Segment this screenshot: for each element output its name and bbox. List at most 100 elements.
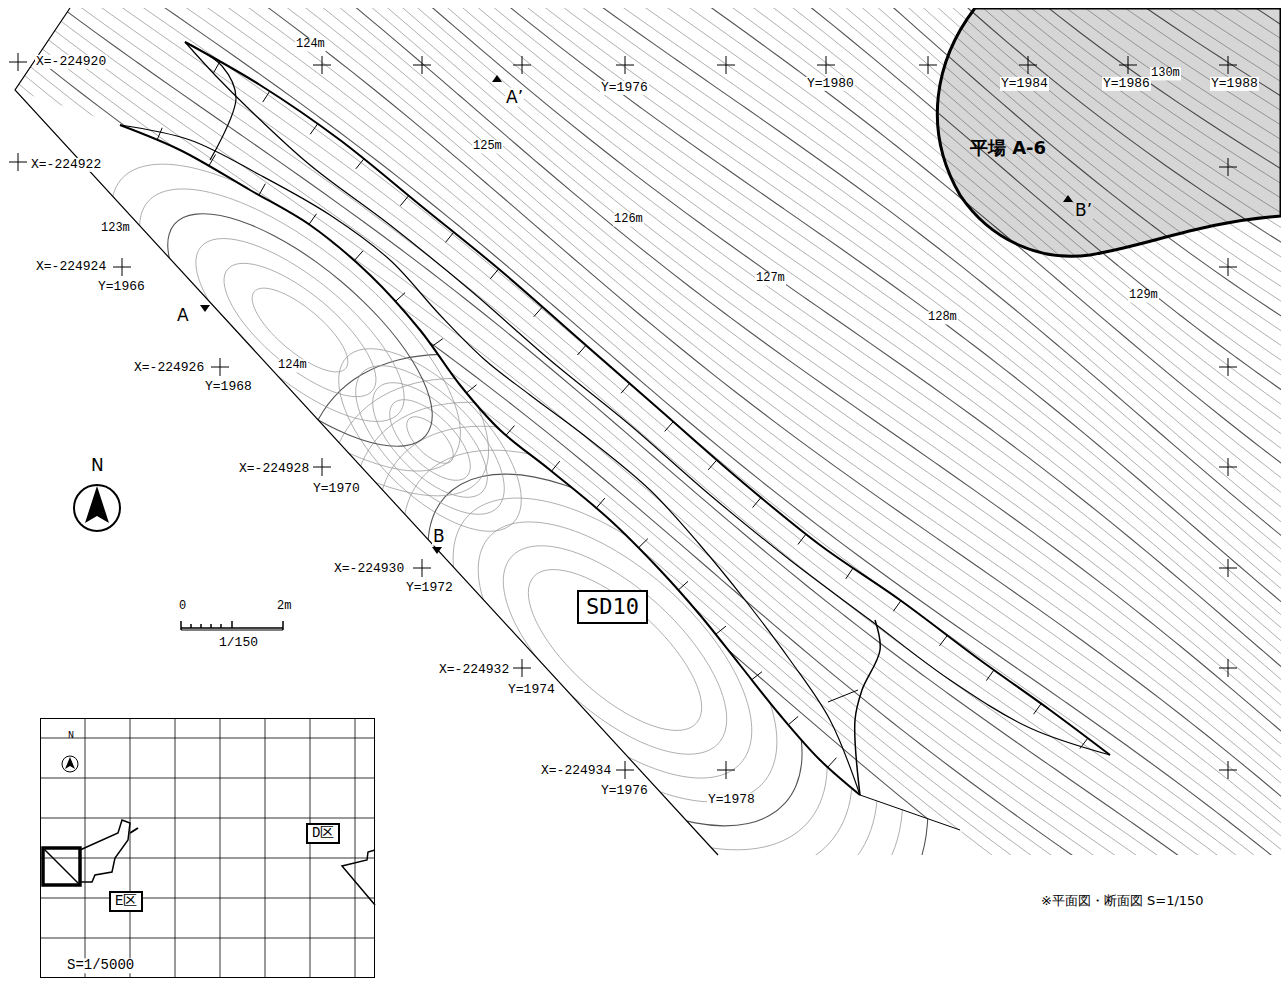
contour-line bbox=[34, 0, 1281, 899]
contour-line bbox=[403, 450, 827, 850]
contour-line bbox=[165, 0, 1281, 729]
grid-cross bbox=[919, 56, 937, 74]
trench-line bbox=[120, 125, 860, 795]
grid-coordinate: Y=1984 bbox=[1000, 77, 1049, 91]
grid-cross bbox=[1219, 559, 1237, 577]
slope-tick bbox=[708, 460, 717, 470]
contour-line bbox=[343, 0, 1281, 484]
node-title: E区 bbox=[115, 894, 137, 909]
grid-cross bbox=[113, 258, 131, 276]
grid-cross bbox=[9, 153, 27, 171]
grid-line bbox=[40, 738, 375, 739]
contour-line bbox=[366, 0, 1281, 455]
contour-line bbox=[321, 0, 1281, 512]
slope-tick bbox=[446, 232, 454, 242]
trench-line bbox=[185, 42, 1110, 755]
contour-line bbox=[377, 0, 1281, 441]
contour-line bbox=[528, 570, 701, 731]
grid-coordinate: X=-224926 bbox=[133, 361, 205, 375]
slope-tick bbox=[986, 670, 994, 681]
grid-coordinate: Y=1974 bbox=[507, 683, 556, 697]
grid-line bbox=[40, 778, 375, 779]
contour-label: 129m bbox=[1128, 289, 1159, 302]
contour-line bbox=[252, 288, 348, 372]
grid-coordinate: Y=1970 bbox=[312, 482, 361, 496]
slope-ticks bbox=[157, 61, 1088, 767]
grid-coordinate: Y=1968 bbox=[204, 380, 253, 394]
grid-cross bbox=[717, 761, 735, 779]
contour-line bbox=[278, 0, 1281, 571]
contour-line bbox=[146, 0, 1281, 756]
contour-line bbox=[168, 214, 433, 447]
contour-line bbox=[175, 0, 1281, 715]
grid-line bbox=[265, 718, 266, 978]
scale-text: 0 bbox=[178, 600, 187, 613]
trench-line bbox=[185, 42, 236, 160]
slope-tick bbox=[621, 383, 630, 393]
slope-tick bbox=[432, 339, 443, 347]
contour-line bbox=[352, 402, 877, 897]
trench-line bbox=[185, 42, 1110, 755]
slope-tick bbox=[395, 293, 405, 302]
grid-cross bbox=[1219, 158, 1237, 176]
grid-cross bbox=[1219, 358, 1237, 376]
slope-tick bbox=[400, 196, 408, 206]
grid-coordinate: Y=1966 bbox=[97, 280, 146, 294]
area-outline bbox=[342, 850, 375, 905]
slope-tick bbox=[639, 539, 648, 548]
contour-line bbox=[55, 0, 1281, 874]
grid-cross bbox=[717, 56, 735, 74]
contour-label: 127m bbox=[755, 272, 786, 285]
grid-line bbox=[130, 718, 131, 978]
contour-line bbox=[355, 0, 1281, 469]
slope-tick bbox=[309, 214, 316, 225]
contour-line bbox=[195, 0, 1281, 687]
grid-line bbox=[220, 718, 221, 978]
slope-tick bbox=[577, 345, 586, 355]
north-pointer bbox=[85, 486, 109, 523]
grid-coordinate: Y=1972 bbox=[405, 581, 454, 595]
note-text: ※平面図・断面図 S=1/150 bbox=[1040, 894, 1205, 908]
contour-line bbox=[75, 0, 1281, 848]
contour-label: 125m bbox=[472, 140, 503, 153]
grid-cross bbox=[413, 559, 431, 577]
inset-grid bbox=[40, 718, 375, 978]
slope-tick bbox=[596, 498, 604, 508]
grid-coordinate: Y=1980 bbox=[806, 77, 855, 91]
grid-line bbox=[310, 718, 311, 978]
north-letter: N bbox=[68, 730, 74, 741]
slope-tick bbox=[716, 626, 726, 634]
grid-line bbox=[175, 718, 176, 978]
inset-map-frame: D区E区NS=1/5000 bbox=[40, 718, 375, 978]
grid-coordinate: X=-224932 bbox=[438, 663, 510, 677]
contour-label: 123m bbox=[100, 222, 131, 235]
slope-tick bbox=[552, 461, 560, 471]
plan-boundary bbox=[15, 8, 718, 855]
grid-line bbox=[355, 718, 356, 978]
scale-line bbox=[181, 630, 283, 631]
scale-bar bbox=[181, 621, 283, 630]
slope-tick bbox=[752, 672, 762, 680]
north-letter: N bbox=[90, 456, 105, 475]
contour-lines bbox=[111, 164, 927, 946]
area-outline bbox=[130, 828, 138, 833]
grid-cross bbox=[1219, 659, 1237, 677]
contour-line bbox=[185, 0, 1281, 701]
slope-tick bbox=[788, 716, 798, 724]
contour-line bbox=[389, 0, 1281, 427]
grid-cross bbox=[211, 358, 229, 376]
slope-tick bbox=[209, 155, 216, 166]
contour-line bbox=[310, 0, 1281, 527]
scale-text: 2m bbox=[276, 600, 292, 613]
grid-cross bbox=[9, 53, 27, 71]
grid-line bbox=[40, 818, 375, 819]
grid-cross bbox=[413, 56, 431, 74]
area-box: D区 bbox=[306, 823, 340, 844]
slope-tick bbox=[534, 307, 543, 317]
location-square bbox=[43, 848, 80, 885]
node-title: SD10 bbox=[586, 595, 639, 619]
